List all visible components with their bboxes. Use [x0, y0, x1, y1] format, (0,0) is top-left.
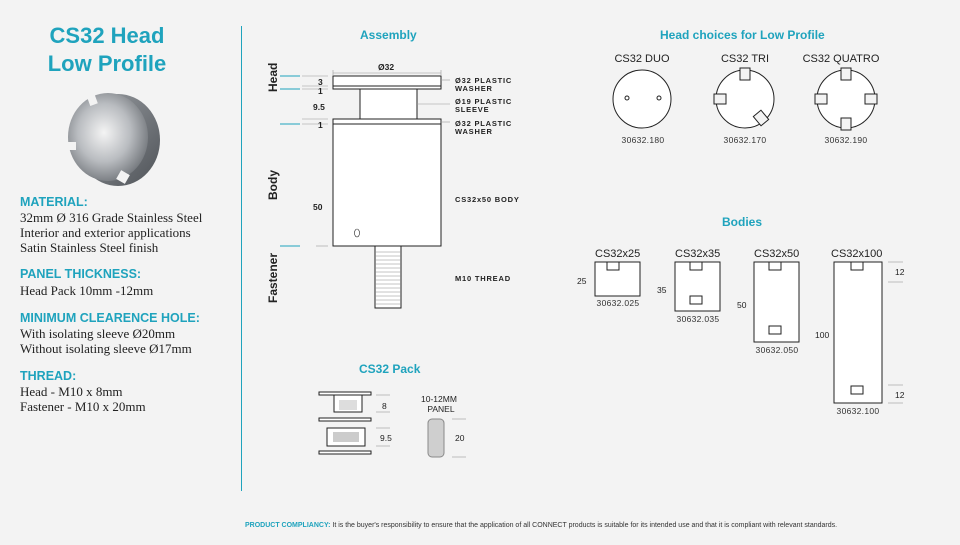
axis-body: Body	[266, 170, 280, 200]
label-washer-bottom: Ø32 PLASTIC WASHER	[455, 120, 512, 136]
dim-3: 3	[318, 77, 323, 87]
material-line-2: Interior and exterior applications	[20, 225, 191, 240]
footer-label: PRODUCT COMPLIANCY:	[245, 522, 331, 529]
label-body: CS32x50 BODY	[455, 195, 520, 204]
body-100-dim: 100	[815, 330, 830, 340]
head-choice-quatro-code: 30632.190	[824, 135, 868, 145]
body-100-name: CS32x100	[831, 248, 883, 260]
head-choice-tri-code: 30632.170	[723, 135, 767, 145]
footer: PRODUCT COMPLIANCY: It is the buyer's re…	[245, 522, 837, 529]
material-line-1: 32mm Ø 316 Grade Stainless Steel	[20, 210, 203, 225]
body-25-dim: 25	[577, 276, 587, 286]
min-hole-heading: MINIMUM CLEARENCE HOLE:	[20, 311, 200, 325]
label-washer-bot-1: Ø32 PLASTIC	[455, 119, 513, 128]
pack-dim-20: 20	[455, 433, 465, 443]
dim-9-5: 9.5	[313, 102, 325, 112]
title-line-2: Low Profile	[47, 51, 167, 76]
pack-drawing	[318, 391, 466, 458]
axis-head: Head	[266, 62, 280, 92]
head-choice-tri-name: CS32 TRI	[720, 53, 770, 65]
pack-panel-label: 10-12MM PANEL	[421, 394, 457, 414]
pack-dim-8: 8	[382, 401, 387, 411]
body-35-code: 30632.035	[676, 314, 720, 324]
material-heading: MATERIAL:	[20, 195, 88, 209]
body-35-dim: 35	[657, 285, 667, 295]
column-divider	[241, 26, 242, 491]
pack-panel-1: 10-12MM	[421, 394, 457, 404]
label-washer-top-1: Ø32 PLASTIC	[455, 76, 513, 85]
assembly-drawing	[280, 70, 450, 309]
head-choices-heading: Head choices for Low Profile	[660, 28, 825, 42]
pack-panel-2: PANEL	[427, 404, 455, 414]
title-line-1: CS32 Head	[49, 23, 165, 48]
head-choice-quatro-name: CS32 QUATRO	[802, 53, 880, 65]
product-photo	[64, 91, 160, 186]
label-washer-top: Ø32 PLASTIC WASHER	[455, 77, 512, 93]
body-dim-12-top: 12	[895, 267, 905, 277]
head-choice-duo-name: CS32 DUO	[614, 53, 670, 65]
label-sleeve: Ø19 PLASTIC SLEEVE	[455, 98, 512, 114]
panel-thickness-line-1: Head Pack 10mm -12mm	[20, 283, 154, 298]
label-washer-bot-2: WASHER	[455, 127, 493, 136]
label-sleeve-2: SLEEVE	[455, 105, 490, 114]
label-washer-top-2: WASHER	[455, 84, 493, 93]
thread-line-2: Fastener - M10 x 20mm	[20, 399, 146, 414]
body-dim-12-bottom: 12	[895, 390, 905, 400]
material-line-3: Satin Stainless Steel finish	[20, 240, 159, 255]
page-title: CS32 Head Low Profile	[22, 22, 192, 78]
body-50-name: CS32x50	[754, 248, 800, 260]
head-choice-duo-code: 30632.180	[621, 135, 665, 145]
body-100-code: 30632.100	[836, 406, 880, 416]
thread-line-1: Head - M10 x 8mm	[20, 384, 123, 399]
assembly-heading: Assembly	[360, 28, 417, 42]
dim-1b: 1	[318, 120, 323, 130]
pack-dim-9-5: 9.5	[380, 433, 392, 443]
body-50-code: 30632.050	[755, 345, 799, 355]
dim-1a: 1	[318, 86, 323, 96]
body-35-name: CS32x35	[675, 248, 721, 260]
body-50-dim: 50	[737, 300, 747, 310]
body-25-name: CS32x25	[595, 248, 641, 260]
label-sleeve-1: Ø19 PLASTIC	[455, 97, 513, 106]
dim-top-diameter: Ø32	[378, 62, 395, 72]
head-choices-drawings	[612, 67, 878, 131]
min-hole-line-1: With isolating sleeve Ø20mm	[20, 326, 176, 341]
label-thread: M10 THREAD	[455, 274, 511, 283]
dim-50: 50	[313, 202, 323, 212]
min-hole-line-2: Without isolating sleeve Ø17mm	[20, 341, 192, 356]
thread-heading: THREAD:	[20, 369, 77, 383]
bodies-drawings	[594, 261, 903, 404]
pack-heading: CS32 Pack	[359, 362, 421, 376]
axis-fastener: Fastener	[266, 252, 280, 303]
bodies-heading: Bodies	[722, 215, 763, 229]
body-25-code: 30632.025	[596, 298, 640, 308]
panel-thickness-heading: PANEL THICKNESS:	[20, 267, 142, 281]
footer-text: It is the buyer's responsibility to ensu…	[332, 522, 838, 529]
